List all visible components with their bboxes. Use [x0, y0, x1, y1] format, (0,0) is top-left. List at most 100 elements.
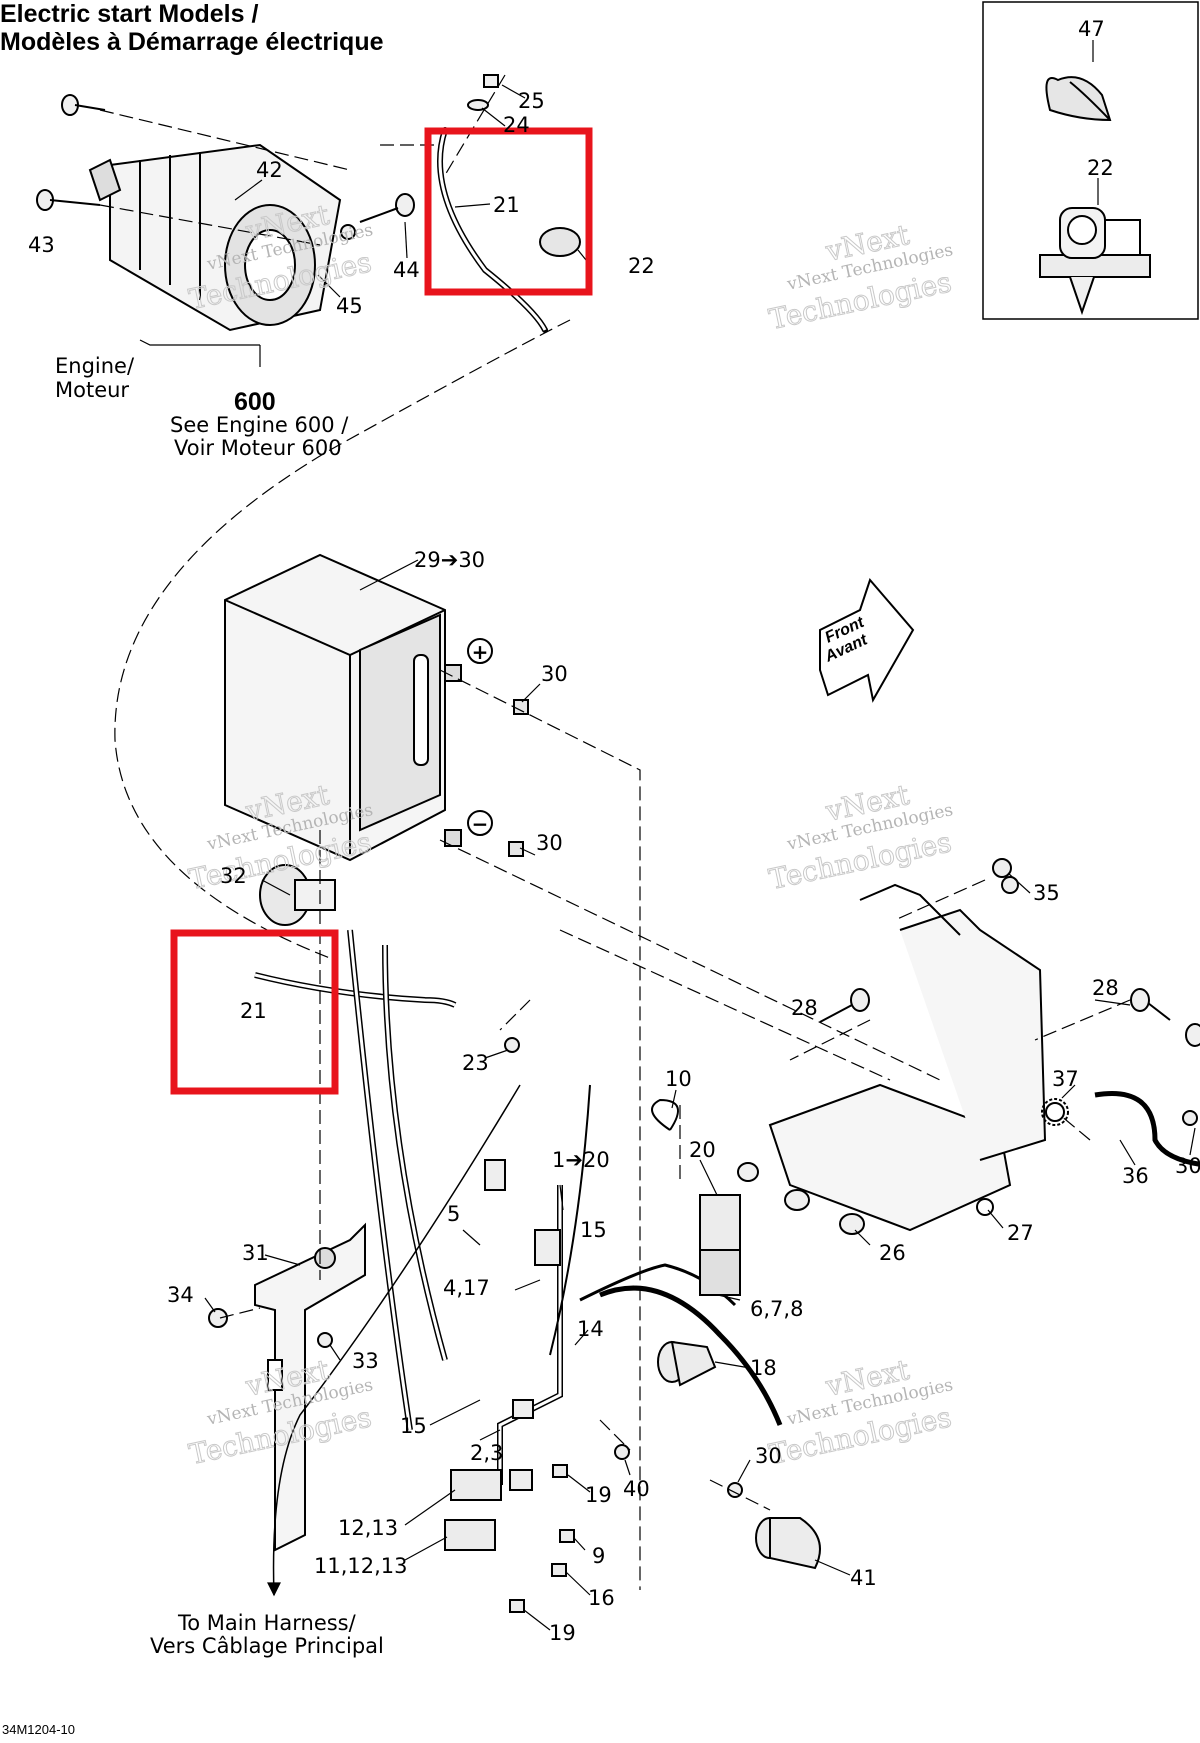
socket-18-icon — [657, 1340, 717, 1387]
relay-20-icon — [699, 1194, 741, 1296]
callout-34: 34 — [167, 1283, 194, 1307]
callout-24: 24 — [503, 113, 530, 137]
callout-43: 43 — [28, 233, 55, 257]
plus-terminal-icon: + — [467, 638, 493, 664]
nut-30a-icon — [508, 699, 529, 857]
solenoid-32-icon — [259, 864, 336, 926]
bolt-44-icon — [340, 193, 415, 240]
callout-25: 25 — [518, 89, 545, 113]
battery-icon — [224, 553, 462, 862]
nut-23-icon — [504, 1037, 520, 1053]
highlight-box-bottom — [170, 929, 339, 1095]
minus-sign: − — [472, 812, 489, 836]
voir-moteur-label: Voir Moteur 600 — [174, 436, 342, 460]
outlet-41-icon — [755, 1517, 821, 1570]
title-line-2: Modèles à Démarrage électrique — [0, 28, 384, 56]
callout-11-12-13: 11,12,13 — [314, 1554, 408, 1578]
callout-45: 45 — [336, 294, 363, 318]
callout-14: 14 — [577, 1317, 604, 1341]
callout-15a: 15 — [580, 1218, 607, 1242]
clamp-22-icon — [539, 227, 581, 257]
callout-30b: 30 — [536, 831, 563, 855]
bolt-34-icon — [208, 1308, 228, 1328]
callout-47: 47 — [1078, 17, 1105, 41]
bolt-28a-icon — [819, 988, 870, 1023]
clip-22-icon — [1039, 207, 1151, 316]
callout-leaders — [139, 40, 1196, 1631]
callout-28b: 28 — [1092, 976, 1119, 1000]
inset-box — [982, 1, 1199, 320]
dashed-guides — [99, 74, 1131, 1590]
callout-numbers: 47 22 25 24 21 22 42 43 44 45 29➔30 30 3… — [28, 17, 1200, 1645]
battery-tray-icon — [768, 883, 1047, 1232]
callout-44: 44 — [393, 258, 420, 282]
nut-40-icon — [614, 1444, 630, 1460]
callout-23: 23 — [462, 1051, 489, 1075]
cablage-label: Vers Câblage Principal — [150, 1634, 384, 1658]
callout-22: 22 — [628, 254, 655, 278]
callout-36: 36 — [1122, 1164, 1149, 1188]
callout-2-3: 2,3 — [470, 1441, 503, 1465]
moteur-label: Moteur — [55, 378, 129, 402]
drawing-code: 34M1204-10 — [2, 1722, 75, 1737]
minus-terminal-icon: − — [467, 810, 493, 836]
callout-26: 26 — [879, 1241, 906, 1265]
plus-sign: + — [472, 640, 489, 664]
callout-28a: 28 — [791, 996, 818, 1020]
clip-47-icon — [1045, 76, 1112, 122]
nut-33-icon — [317, 1332, 333, 1348]
callout-22-inset: 22 — [1087, 156, 1114, 180]
callout-4-17: 4,17 — [443, 1276, 490, 1300]
callout-30d: 30 — [755, 1444, 782, 1468]
callout-37: 37 — [1052, 1067, 1079, 1091]
bolt-43-icon — [36, 94, 106, 211]
callout-41: 41 — [850, 1566, 877, 1590]
callout-10: 10 — [665, 1067, 692, 1091]
grommets-26-icon — [737, 1162, 865, 1235]
front-arrow-icon: Front Avant — [819, 578, 915, 703]
callout-35: 35 — [1033, 881, 1060, 905]
callout-32: 32 — [220, 864, 247, 888]
ground-cable-36-icon — [1001, 876, 1200, 1167]
callout-21-lower: 21 — [240, 999, 267, 1023]
title-line-1: Electric start Models / — [0, 0, 259, 28]
see-engine-label: See Engine 600 / — [170, 413, 349, 437]
wire-10-icon — [651, 1098, 679, 1131]
callout-21-top: 21 — [493, 193, 520, 217]
watermark: vNext Technologies vNext Technologies — [766, 1352, 955, 1471]
callout-9: 9 — [592, 1544, 605, 1568]
callout-19b: 19 — [549, 1621, 576, 1645]
fuses-icon — [444, 1464, 575, 1613]
callout-20: 20 — [689, 1138, 716, 1162]
callout-33: 33 — [352, 1349, 379, 1373]
cable-21-top — [437, 127, 548, 333]
nut-25-icon — [467, 74, 499, 111]
bolt-28b-icon — [1130, 988, 1200, 1047]
callout-30a: 30 — [541, 662, 568, 686]
callout-40: 40 — [623, 1477, 650, 1501]
callout-18: 18 — [750, 1356, 777, 1380]
engine-page-number: 600 — [234, 388, 276, 416]
callout-6-7-8: 6,7,8 — [750, 1297, 803, 1321]
callout-19a: 19 — [585, 1483, 612, 1507]
starter-motor-icon — [88, 143, 342, 332]
callout-1-20: 1➔20 — [552, 1148, 610, 1172]
nut-30d-icon — [727, 1482, 743, 1498]
callout-30c: 30 — [1175, 1154, 1200, 1178]
callout-29-30: 29➔30 — [414, 548, 485, 572]
watermark: vNext Technologies vNext Technologies — [766, 777, 955, 896]
highlight-box-top — [424, 127, 593, 296]
callout-31: 31 — [242, 1241, 269, 1265]
nut-35-icon — [992, 858, 1012, 878]
callout-27: 27 — [1007, 1221, 1034, 1245]
engine-label: Engine/ — [55, 354, 135, 378]
callout-16: 16 — [588, 1586, 615, 1610]
callout-5: 5 — [447, 1202, 460, 1226]
washer-37-icon — [1041, 1098, 1069, 1126]
callout-12-13: 12,13 — [338, 1516, 398, 1540]
watermark: vNext Technologies vNext Technologies — [766, 217, 955, 336]
callout-15b: 15 — [400, 1414, 427, 1438]
callout-42: 42 — [256, 158, 283, 182]
harness-label: To Main Harness/ — [177, 1611, 357, 1635]
